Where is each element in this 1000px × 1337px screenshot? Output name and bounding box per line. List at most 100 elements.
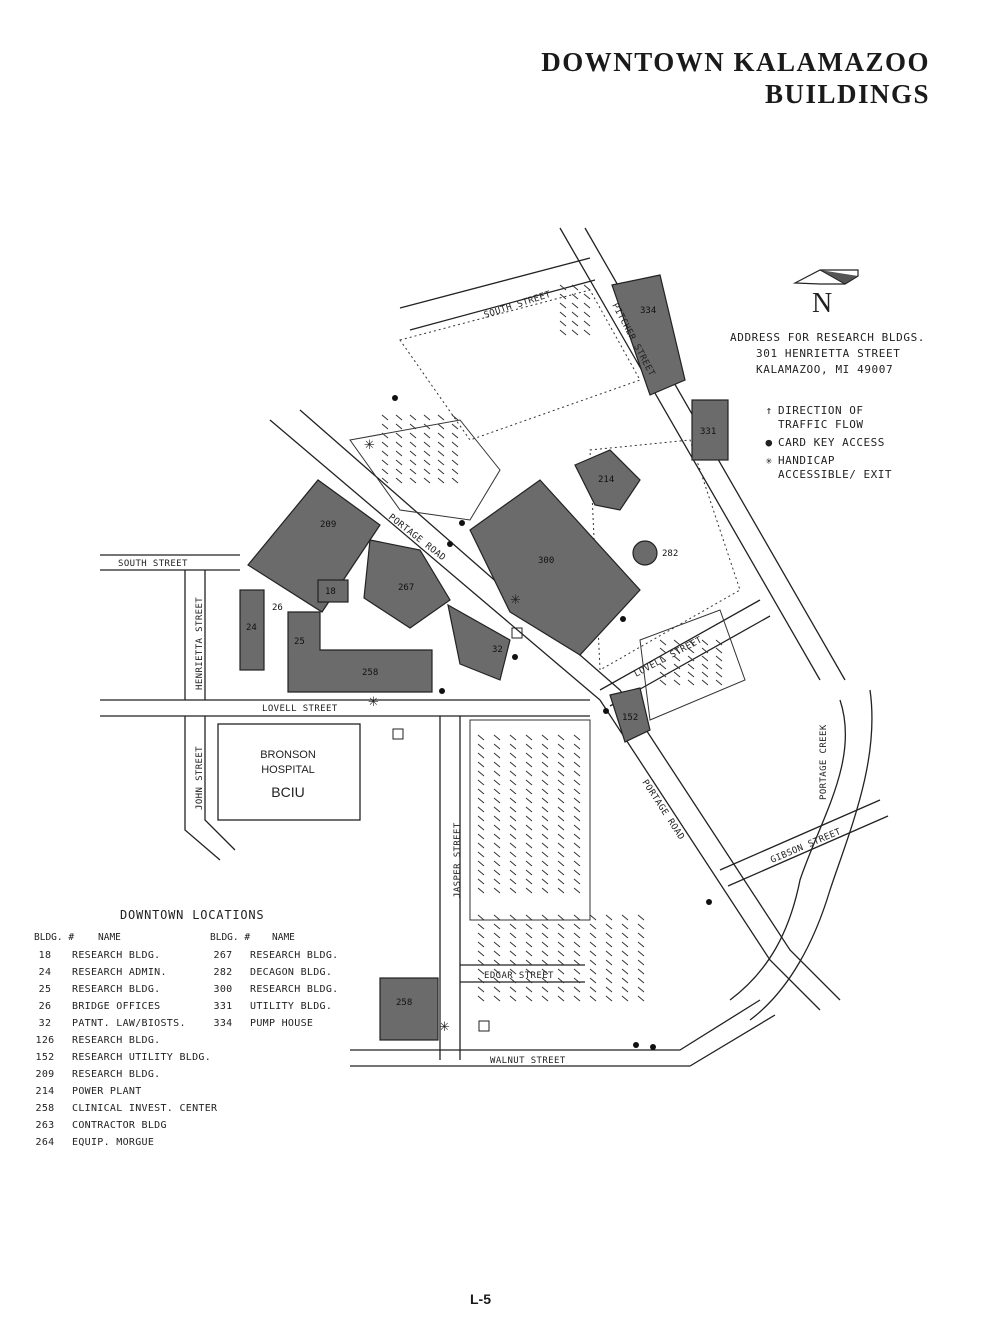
legend-row: 300 RESEARCH BLDG. [208, 984, 339, 995]
legend-building-number: 282 [213, 967, 233, 978]
traffic-arrow-icon: ↑ [765, 404, 773, 417]
address-line-3: KALAMAZOO, MI 49007 [756, 363, 894, 376]
map-key: ↑ DIRECTION OF TRAFFIC FLOW ● CARD KEY A… [762, 404, 908, 486]
parking-lots [349, 289, 746, 921]
legend-building-name: CONTRACTOR BLDG [72, 1120, 167, 1131]
card-key-dot-icon: ● [765, 436, 773, 449]
legend-row: 334 PUMP HOUSE [208, 1018, 313, 1029]
label-258-lower: 258 [396, 998, 412, 1008]
legend-building-number: 334 [213, 1018, 233, 1029]
hospital-line-3: BCIU [271, 784, 304, 800]
legend-building-number: 24 [38, 967, 52, 978]
building-25[interactable] [287, 611, 433, 693]
key-traffic-row: ↑ DIRECTION OF TRAFFIC FLOW [762, 404, 908, 432]
north-arrow-icon: N [792, 269, 859, 319]
legend-building-name: RESEARCH BLDG. [72, 1035, 161, 1046]
building-267[interactable] [363, 539, 451, 629]
legend-col2-header-name: NAME [272, 932, 295, 943]
legend-building-name: BRIDGE OFFICES [72, 1001, 161, 1012]
card-key-access-markers [392, 395, 712, 1050]
legend-building-number: 300 [213, 984, 233, 995]
label-300: 300 [538, 556, 554, 566]
address-block: ADDRESS FOR RESEARCH BLDGS. 301 HENRIETT… [730, 330, 925, 378]
legend-building-name: PUMP HOUSE [250, 1018, 314, 1029]
building-300[interactable] [469, 479, 641, 656]
legend-building-number: 264 [35, 1137, 55, 1148]
label-258: 258 [362, 668, 378, 678]
street-portage-lower: PORTAGE ROAD [639, 778, 685, 842]
label-25: 25 [294, 637, 305, 647]
handicap-asterisk-icon: ✳ [364, 438, 375, 453]
legend-building-number: 331 [213, 1001, 233, 1012]
label-26: 26 [272, 603, 283, 613]
legend-building-number: 32 [38, 1018, 52, 1029]
legend-building-number: 25 [38, 984, 52, 995]
label-334: 334 [640, 306, 656, 316]
street-south-left: SOUTH STREET [118, 559, 188, 569]
building-334[interactable] [611, 274, 686, 396]
building-152[interactable] [609, 687, 651, 743]
building-24[interactable] [239, 589, 265, 671]
label-18: 18 [325, 587, 336, 597]
key-handicap-label: HANDICAP ACCESSIBLE/ EXIT [778, 454, 892, 481]
legend-building-name: RESEARCH BLDG. [250, 950, 339, 961]
building-258[interactable] [379, 977, 439, 1041]
building-214[interactable] [574, 449, 641, 511]
handicap-asterisk-icon: ✳ [510, 593, 521, 608]
handicap-asterisk-icon: ✳ [439, 1020, 450, 1035]
legend-row: 25 RESEARCH BLDG. [30, 984, 161, 995]
building-18[interactable] [317, 579, 349, 603]
legend-building-name: RESEARCH UTILITY BLDG. [72, 1052, 212, 1063]
handicap-markers: ✳ ✳ ✳ ✳ [364, 438, 523, 1035]
legend-building-name: POWER PLANT [72, 1086, 142, 1097]
legend-building-name: UTILITY BLDG. [250, 1001, 333, 1012]
label-282: 282 [662, 549, 678, 559]
legend-building-number: 209 [35, 1069, 55, 1080]
building-labels: 209 267 32 24 26 18 25 258 300 214 282 3… [246, 306, 716, 1008]
legend-building-number: 214 [35, 1086, 55, 1097]
wheelchair-icon [392, 728, 404, 740]
label-331: 331 [700, 427, 716, 437]
legend-building-number: 263 [35, 1120, 55, 1131]
bronson-hospital [217, 723, 361, 821]
legend-building-number: 258 [35, 1103, 55, 1114]
legend-col2-header-num: BLDG. # [210, 932, 251, 943]
legend-building-name: RESEARCH BLDG. [72, 984, 161, 995]
street-lovell-left: LOVELL STREET [262, 704, 338, 714]
building-209[interactable] [247, 479, 381, 613]
legend-building-number: 18 [38, 950, 52, 961]
hospital-line-1: BRONSON [260, 749, 316, 761]
label-267: 267 [398, 583, 414, 593]
label-209: 209 [320, 520, 336, 530]
legend-col1-header-num: BLDG. # [34, 932, 75, 943]
address-line-1: ADDRESS FOR RESEARCH BLDGS. [730, 331, 926, 344]
legend-row: 263 CONTRACTOR BLDG [30, 1120, 167, 1131]
building-282[interactable] [632, 540, 658, 566]
key-handicap-row: ✳ HANDICAP ACCESSIBLE/ EXIT [762, 454, 908, 482]
legend-building-name: DECAGON BLDG. [250, 967, 333, 978]
handicap-asterisk-icon: ✳ [368, 695, 379, 710]
address-line-2: 301 HENRIETTA STREET [756, 347, 901, 360]
building-331[interactable] [691, 399, 729, 461]
svg-text:N: N [812, 288, 832, 319]
legend-building-number: 126 [35, 1035, 55, 1046]
street-jasper: JASPER STREET [453, 822, 463, 898]
legend-col1-header-name: NAME [98, 932, 121, 943]
map-title-line-1: DOWNTOWN KALAMAZOO [541, 47, 930, 77]
label-24: 24 [246, 623, 257, 633]
hospital-line-2: HOSPITAL [261, 764, 315, 776]
wheelchair-icon [478, 1020, 490, 1032]
legend-row: 331 UTILITY BLDG. [208, 1001, 332, 1012]
page-number: L-5 [470, 1291, 491, 1307]
legend-building-number: 152 [35, 1052, 55, 1063]
legend-building-name: RESEARCH BLDG. [250, 984, 339, 995]
key-card-label: CARD KEY ACCESS [778, 436, 885, 449]
street-john: JOHN STREET [195, 746, 205, 810]
building-32[interactable] [447, 603, 511, 681]
legend-building-name: CLINICAL INVEST. CENTER [72, 1103, 218, 1114]
legend-building-name: PATNT. LAW/BIOSTS. [72, 1018, 186, 1029]
